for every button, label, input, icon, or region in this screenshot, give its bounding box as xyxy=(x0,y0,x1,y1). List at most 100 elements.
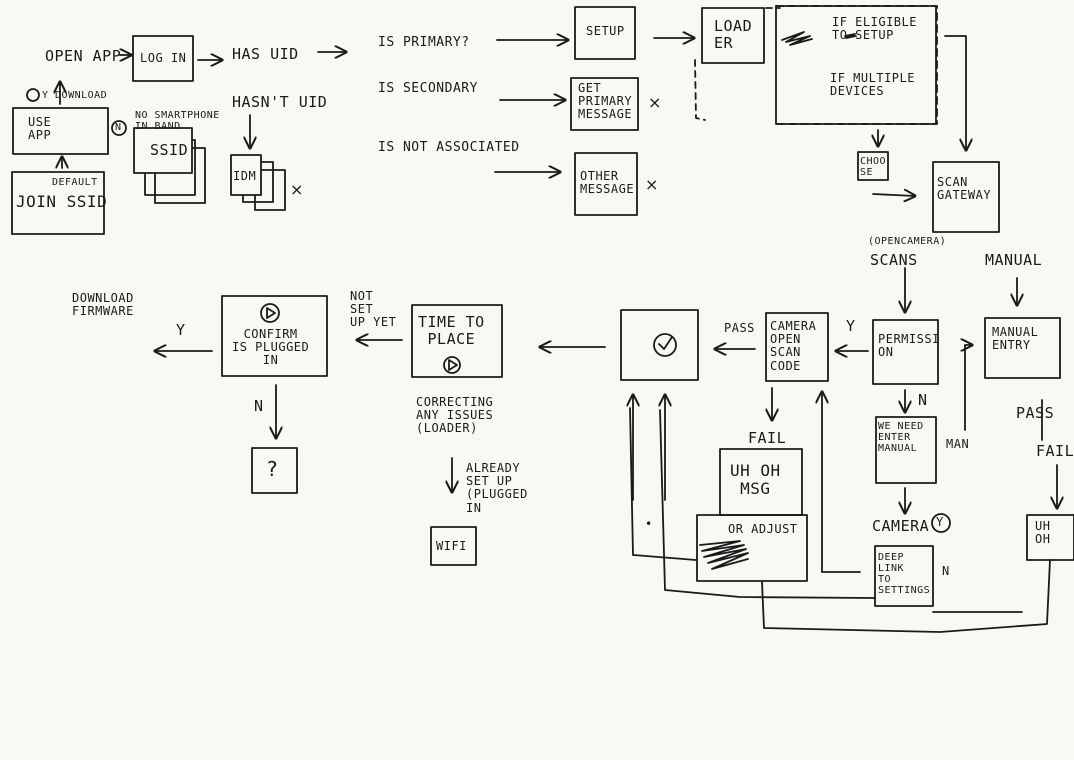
time-to-place-box xyxy=(411,304,503,378)
check-circle xyxy=(653,333,677,357)
use-app-label: USE APP xyxy=(28,115,52,143)
permission-y-marker: Y xyxy=(846,317,856,335)
get-primary-x-icon: × xyxy=(648,93,662,112)
manual-entry-label: MANUAL ENTRY xyxy=(992,325,1039,353)
scans-label: SCANS xyxy=(870,251,918,269)
check-mark xyxy=(658,336,673,350)
confirm-play-triangle xyxy=(266,307,276,319)
place-play-triangle xyxy=(448,359,458,371)
uh-oh-msg-label: UH OH MSG xyxy=(730,461,781,498)
choose-to-scan-arrow xyxy=(872,194,915,196)
scan-gateway-label: SCAN GATEWAY xyxy=(937,175,992,203)
join-ssid-box xyxy=(11,171,105,235)
pass-label: PASS xyxy=(724,321,755,335)
wifi-box xyxy=(430,526,477,566)
open-app-label: OPEN APP xyxy=(45,47,122,65)
loop-line-1 xyxy=(629,407,697,561)
camera-y-marker: Y xyxy=(936,515,944,529)
get-primary-box xyxy=(570,77,639,131)
choose-box xyxy=(857,151,889,181)
or-adjust-box xyxy=(696,514,808,582)
log-in-box xyxy=(132,35,194,82)
place-play-circle xyxy=(443,356,461,374)
ssid-label: SSID xyxy=(150,141,189,159)
camera-open-label: CAMERA OPEN SCAN CODE xyxy=(770,319,817,373)
correcting-label: CORRECTING ANY ISSUES (LOADER) xyxy=(416,395,494,436)
confirm-label: CONFIRM IS PLUGGED IN xyxy=(232,327,310,368)
if-eligible-label: IF ELIGIBLE TO SETUP xyxy=(832,15,917,43)
join-ssid-label: JOIN SSID xyxy=(16,192,108,211)
eligibility-dashed-outline xyxy=(775,5,938,125)
other-message-box xyxy=(574,152,638,216)
or-adjust-scribble xyxy=(699,540,749,570)
wifi-label: WIFI xyxy=(436,539,467,553)
n-circle-left xyxy=(111,120,127,136)
manual-entry-box xyxy=(984,317,1061,379)
choose-label: CHOO SE xyxy=(860,156,887,178)
deep-link-box xyxy=(874,545,934,607)
is-secondary-label: IS SECONDARY xyxy=(378,81,478,96)
get-primary-label: GET PRIMARY MESSAGE xyxy=(578,81,633,122)
use-app-box xyxy=(12,107,109,155)
scribble-eligible xyxy=(781,31,813,46)
man-to-manual-entry-arrow xyxy=(965,345,972,431)
question-label: ? xyxy=(266,457,279,481)
ssid-box xyxy=(133,127,193,174)
pass-right-label: PASS xyxy=(1016,404,1055,422)
permission-box xyxy=(872,319,939,385)
question-box xyxy=(251,447,298,494)
loader-box xyxy=(701,7,765,64)
confirm-box xyxy=(221,295,328,377)
y-download-label: Y DOWNLOAD xyxy=(42,90,108,101)
log-in-label: LOG IN xyxy=(140,51,187,65)
camera-open-box xyxy=(765,312,829,382)
dot-mark: • xyxy=(645,517,653,531)
time-to-place-label: TIME TO PLACE xyxy=(418,313,485,348)
open-camera-label: (OPENCAMERA) xyxy=(868,236,947,247)
loader-dashed-region xyxy=(694,59,706,121)
default-label: DEFAULT xyxy=(52,177,98,188)
manual-label: MANUAL xyxy=(985,251,1043,269)
no-smartphone-label: NO SMARTPHONE IN BAND xyxy=(135,110,220,132)
eligibility-to-scan-gateway-arrow xyxy=(944,35,966,150)
deep-link-label: DEEP LINK TO SETTINGS xyxy=(878,552,931,596)
is-not-associated-label: IS NOT ASSOCIATED xyxy=(378,140,520,155)
camera-y-circle xyxy=(931,513,951,533)
permission-n-marker: N xyxy=(918,391,928,409)
scan-gateway-box xyxy=(932,161,1000,233)
setup-label: SETUP xyxy=(586,24,625,38)
scribble-eligible-2 xyxy=(844,33,857,39)
is-primary-label: IS PRIMARY? xyxy=(378,35,470,50)
deep-link-n-marker: N xyxy=(942,564,950,578)
confirm-y-marker: Y xyxy=(176,321,186,339)
if-multiple-label: IF MULTIPLE DEVICES xyxy=(830,71,915,99)
idm-label: IDM xyxy=(233,169,257,183)
confirm-play-circle xyxy=(260,303,280,323)
confirm-n-marker: N xyxy=(254,397,264,415)
uh-oh-right-label: UH OH xyxy=(1035,519,1051,547)
download-firmware-label: DOWNLOAD FIRMWARE xyxy=(72,291,134,319)
hasnt-uid-label: HASN'T UID xyxy=(232,93,328,111)
we-need-box xyxy=(875,416,937,484)
y-circle-left xyxy=(26,88,40,102)
or-adjust-label: OR ADJUST xyxy=(728,522,798,536)
bottom-loop-line xyxy=(761,559,1051,633)
man-label: MAN xyxy=(946,437,970,451)
we-need-label: WE NEED ENTER MANUAL xyxy=(878,421,924,454)
idm-box xyxy=(230,154,262,196)
not-set-up-yet-label: NOT SET UP YET xyxy=(350,289,397,330)
idm-x-icon: × xyxy=(290,180,304,199)
loader-label: LOAD ER xyxy=(714,17,753,52)
n-marker-left: N xyxy=(115,122,122,133)
loop-line-2 xyxy=(659,409,875,599)
fail-right-label: FAIL xyxy=(1036,442,1074,460)
permission-label: PERMISSI ON xyxy=(878,332,940,360)
camera-y-label: CAMERA xyxy=(872,517,930,535)
has-uid-label: HAS UID xyxy=(232,45,299,63)
other-message-x-icon: × xyxy=(645,175,659,194)
already-set-up-label: ALREADY SET UP (PLUGGED IN xyxy=(466,461,528,515)
other-message-label: OTHER MESSAGE xyxy=(580,169,635,197)
fail-label: FAIL xyxy=(748,429,787,447)
